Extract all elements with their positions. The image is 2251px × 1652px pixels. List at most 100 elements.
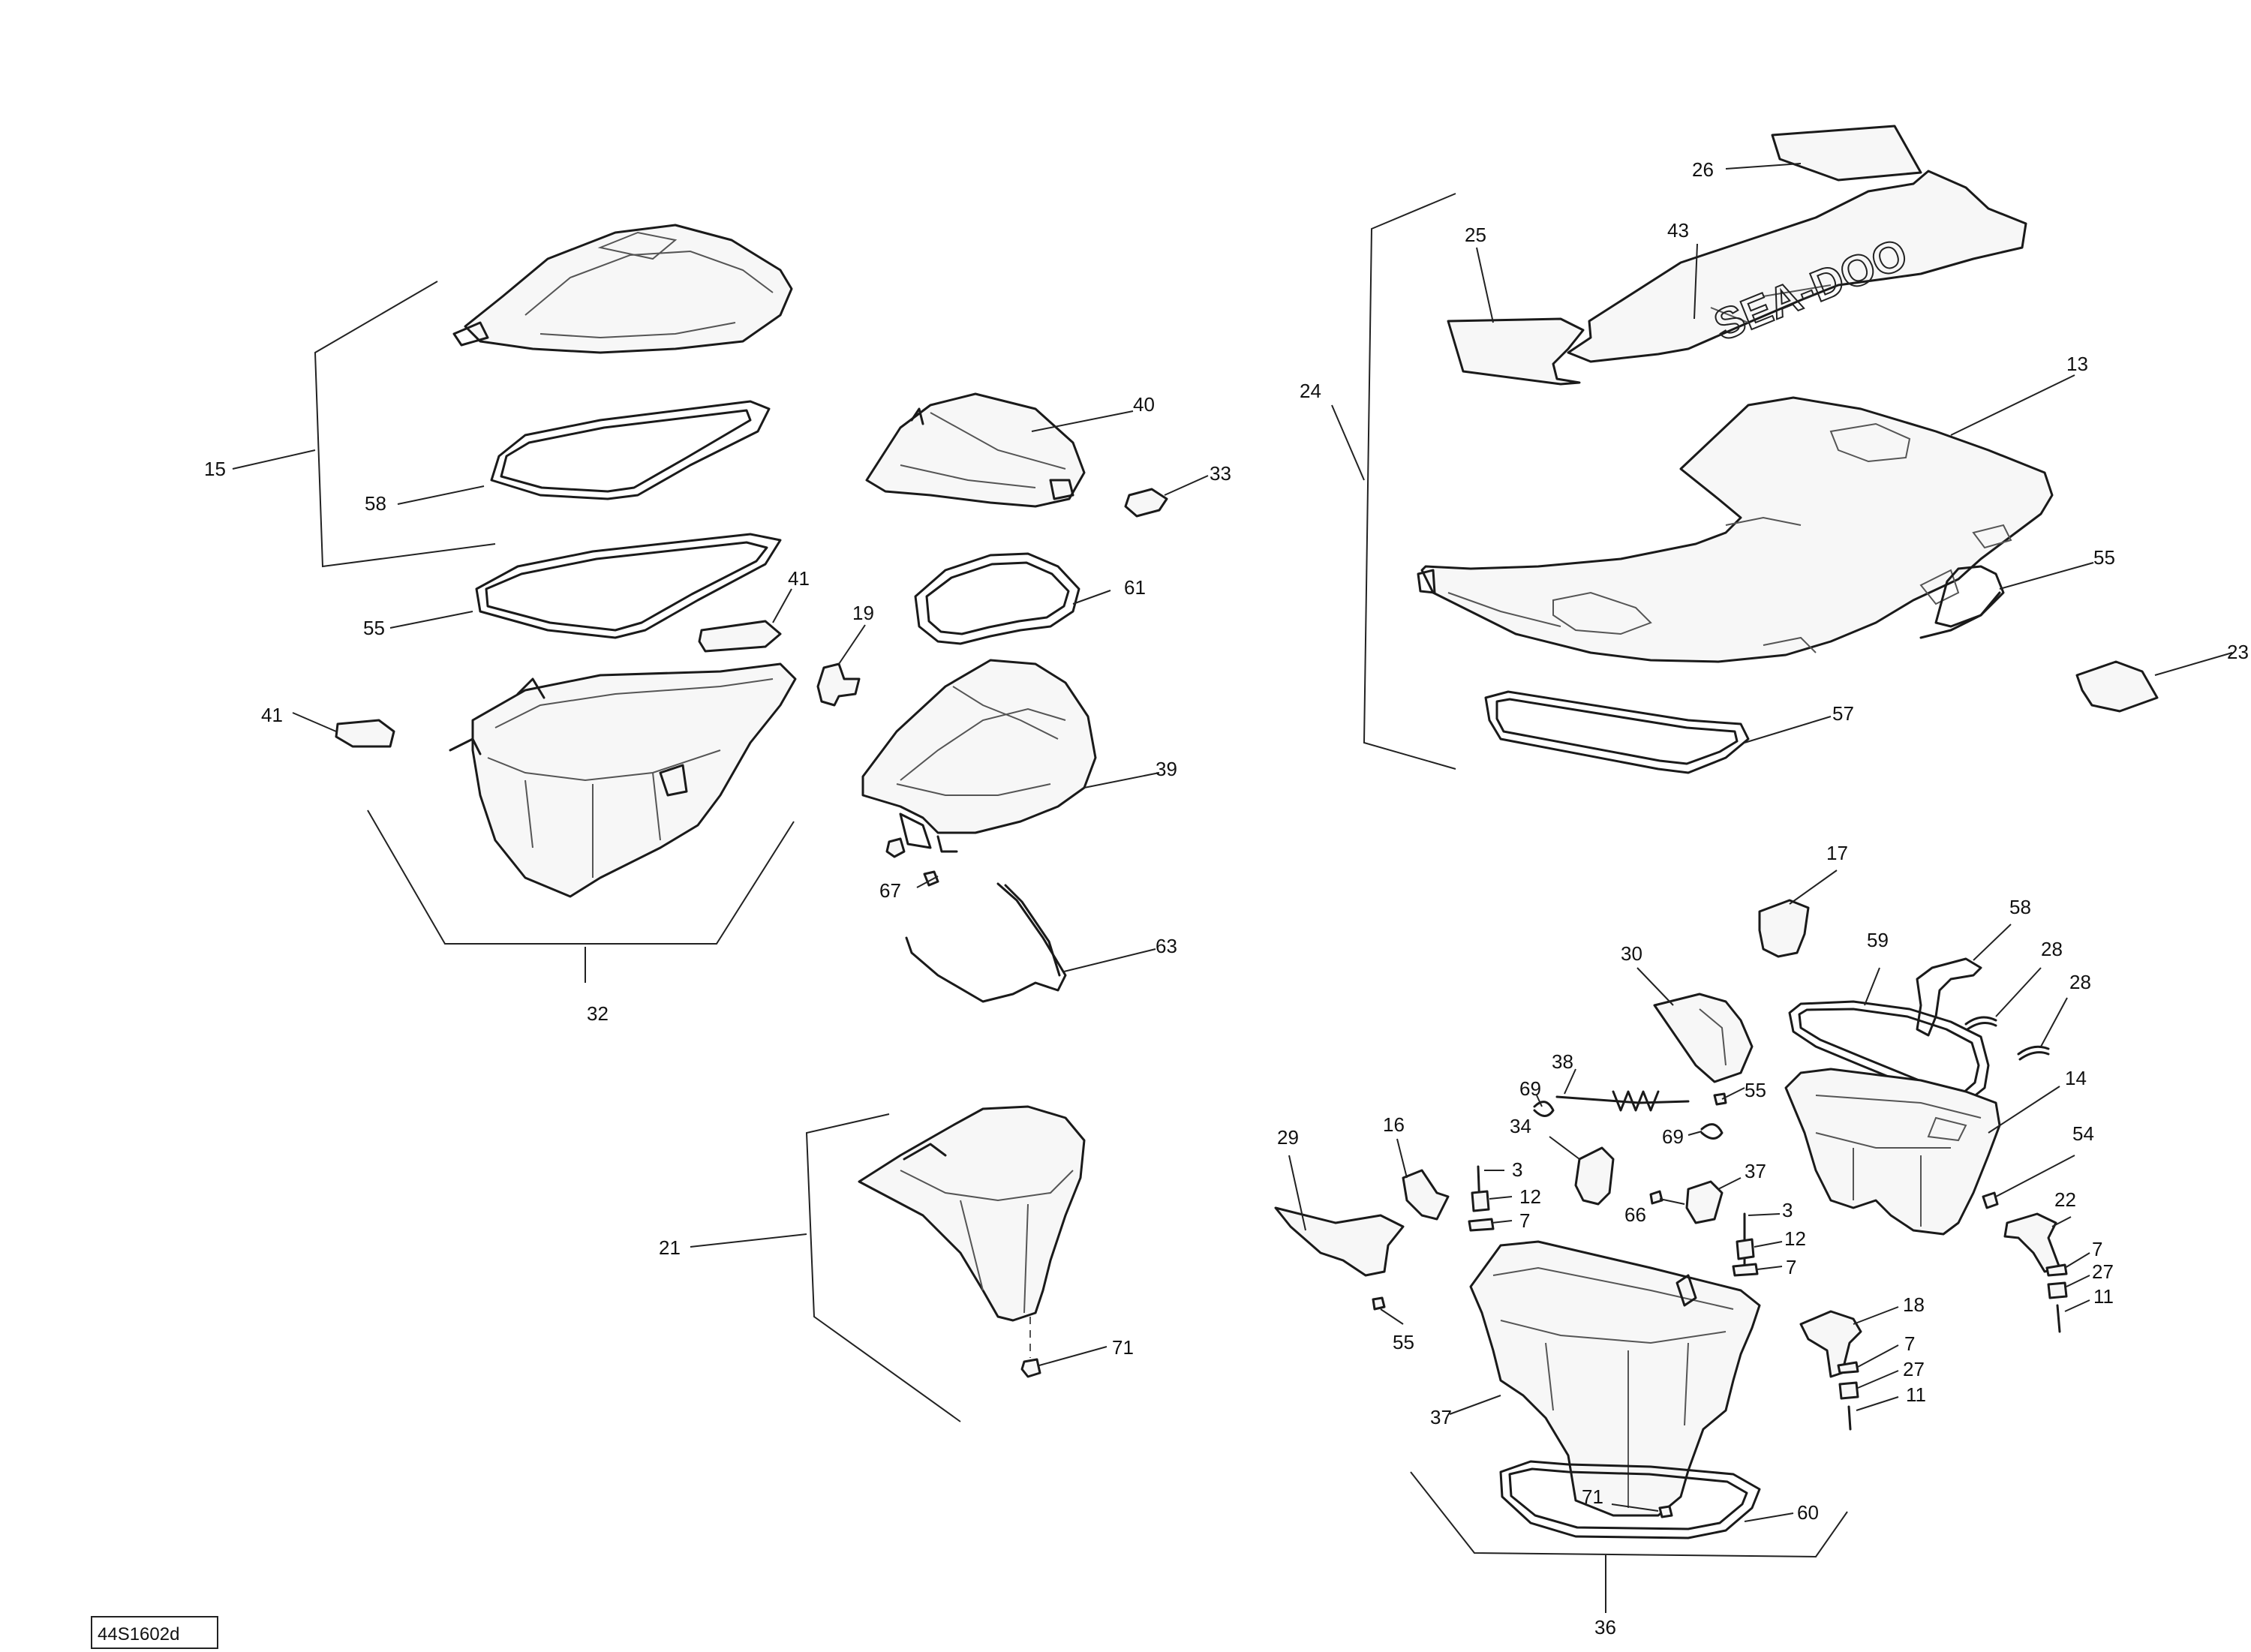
callout-37-visible: 37 bbox=[1430, 1406, 1452, 1428]
callout-3-right: 3 bbox=[1782, 1199, 1793, 1221]
part-30-bracket bbox=[1653, 993, 1754, 1083]
callout-26: 26 bbox=[1692, 158, 1714, 181]
part-26-decal bbox=[1771, 125, 1922, 182]
part-55-screw-upper bbox=[1713, 1092, 1727, 1106]
callout-64: 63 bbox=[1156, 935, 1177, 957]
callout-13: 13 bbox=[2066, 353, 2088, 375]
part-27-spacer-far-right bbox=[2047, 1281, 2068, 1299]
callout-41-upper: 41 bbox=[788, 567, 810, 590]
callout-60: 58 bbox=[365, 492, 386, 515]
part-41-clip-lower bbox=[335, 719, 395, 748]
callout-27-mid-right: 27 bbox=[1903, 1358, 1925, 1380]
part-7-washer-right bbox=[1732, 1263, 1759, 1277]
callout-18: 17 bbox=[1826, 842, 1848, 864]
part-33-latch bbox=[1124, 488, 1168, 518]
callout-16: 15 bbox=[204, 458, 226, 480]
callout-69-right: 69 bbox=[1662, 1125, 1684, 1148]
part-39-glove-box bbox=[861, 659, 1097, 834]
part-29-bracket bbox=[1274, 1206, 1405, 1277]
part-32-storage-tub bbox=[471, 662, 797, 898]
callout-32: 32 bbox=[587, 1002, 609, 1025]
part-15-bracket bbox=[1799, 1310, 1862, 1378]
callout-29: 29 bbox=[1277, 1126, 1299, 1149]
part-41-clip-upper bbox=[698, 620, 782, 653]
callout-54: 54 bbox=[2072, 1122, 2094, 1145]
part-64-strap bbox=[905, 882, 1067, 1003]
callout-17: 16 bbox=[1383, 1113, 1405, 1136]
storage-compartment-assembly bbox=[1274, 870, 2090, 1613]
storage-bin-assembly bbox=[690, 1105, 1107, 1422]
part-14-storage-box bbox=[1784, 1068, 2001, 1236]
part-71-drain-plug-lower bbox=[1658, 1505, 1673, 1518]
part-69-clip-left bbox=[1533, 1101, 1555, 1117]
callout-33: 33 bbox=[1210, 462, 1231, 485]
callout-43: 43 bbox=[1667, 219, 1689, 242]
part-67-fastener bbox=[885, 837, 906, 858]
callout-7-left: 7 bbox=[1519, 1209, 1530, 1232]
callout-27-far-right: 27 bbox=[2092, 1260, 2114, 1283]
glove-box-assembly bbox=[816, 392, 1209, 1003]
part-55-screw-lower bbox=[1372, 1296, 1386, 1311]
part-60-gasket bbox=[490, 400, 771, 500]
part-61-gasket-lower bbox=[1499, 1460, 1761, 1539]
part-58-seal-upper bbox=[1934, 565, 2005, 628]
callout-21: 21 bbox=[659, 1236, 681, 1259]
reference-code: 44S1602d bbox=[98, 1624, 179, 1644]
part-40-cover bbox=[865, 392, 1086, 508]
part-54-nut bbox=[1982, 1191, 1999, 1209]
part-61-gasket-upper bbox=[1788, 1000, 1990, 1104]
callout-7-mid-right: 7 bbox=[1904, 1332, 1915, 1355]
callout-36-visible: 36 bbox=[1594, 1616, 1616, 1638]
part-35-bracket bbox=[1685, 1180, 1724, 1224]
part-28-clip-upper bbox=[1964, 1016, 1997, 1026]
callout-24: 24 bbox=[1300, 380, 1321, 402]
part-38-spring-rod bbox=[1555, 1095, 1690, 1104]
callout-63: 61 bbox=[1124, 576, 1146, 599]
callout-40: 40 bbox=[1133, 393, 1155, 416]
callout-39: 39 bbox=[1156, 758, 1177, 780]
callout-67: 67 bbox=[879, 879, 901, 902]
callout-59: 58 bbox=[2009, 896, 2031, 918]
callout-3-left: 3 bbox=[1512, 1158, 1522, 1181]
callout-61-upper: 59 bbox=[1867, 929, 1889, 951]
callout-71-left: 71 bbox=[1112, 1336, 1134, 1359]
reference-code-box: 44S1602d bbox=[91, 1616, 218, 1649]
part-66-screw bbox=[1649, 1190, 1663, 1205]
callout-7-right: 7 bbox=[1786, 1256, 1796, 1278]
part-27-spacer-mid-right bbox=[1838, 1381, 1859, 1400]
callout-30: 30 bbox=[1621, 942, 1642, 965]
callout-23: 23 bbox=[2227, 641, 2249, 663]
part-11-bolt-far-right bbox=[2056, 1304, 2061, 1333]
part-43-mat bbox=[1567, 170, 2027, 363]
callout-55-lower: 55 bbox=[1393, 1331, 1414, 1353]
callout-12-right: 12 bbox=[1784, 1227, 1806, 1250]
part-21-storage-bin bbox=[858, 1105, 1086, 1322]
part-7-washer-mid-right bbox=[1837, 1361, 1859, 1374]
part-28-clip-lower bbox=[2017, 1045, 2050, 1056]
callout-69-left: 69 bbox=[1519, 1077, 1541, 1100]
callout-15: 18 bbox=[1903, 1293, 1925, 1316]
callout-58-lower: 57 bbox=[1832, 702, 1854, 725]
deck-assembly: SEA-DOO bbox=[1331, 125, 2233, 774]
callout-22: 22 bbox=[2054, 1188, 2076, 1211]
part-19-hinge bbox=[816, 662, 861, 707]
part-58-seal-lower bbox=[1484, 690, 1750, 774]
callout-11-mid-right: 11 bbox=[1906, 1383, 1926, 1406]
part-25-mat bbox=[1447, 317, 1585, 386]
callout-71-right: 71 bbox=[1582, 1485, 1603, 1508]
part-69-clip-right bbox=[1700, 1123, 1724, 1140]
part-13-deck bbox=[1420, 396, 2054, 663]
part-22-bracket bbox=[2003, 1212, 2061, 1273]
part-63-gasket bbox=[914, 552, 1080, 645]
callout-12-left: 12 bbox=[1519, 1185, 1541, 1208]
callout-38: 38 bbox=[1552, 1050, 1573, 1073]
part-12-spacer-left bbox=[1471, 1190, 1490, 1212]
callout-19: 19 bbox=[852, 602, 874, 624]
part-7-washer-far-right bbox=[2045, 1263, 2068, 1277]
part-23-cover bbox=[2075, 660, 2159, 713]
callout-7-far-right: 7 bbox=[2092, 1238, 2102, 1260]
callout-34: 34 bbox=[1510, 1115, 1531, 1137]
part-34-latch bbox=[1574, 1146, 1615, 1206]
callout-41-lower: 41 bbox=[261, 704, 283, 726]
